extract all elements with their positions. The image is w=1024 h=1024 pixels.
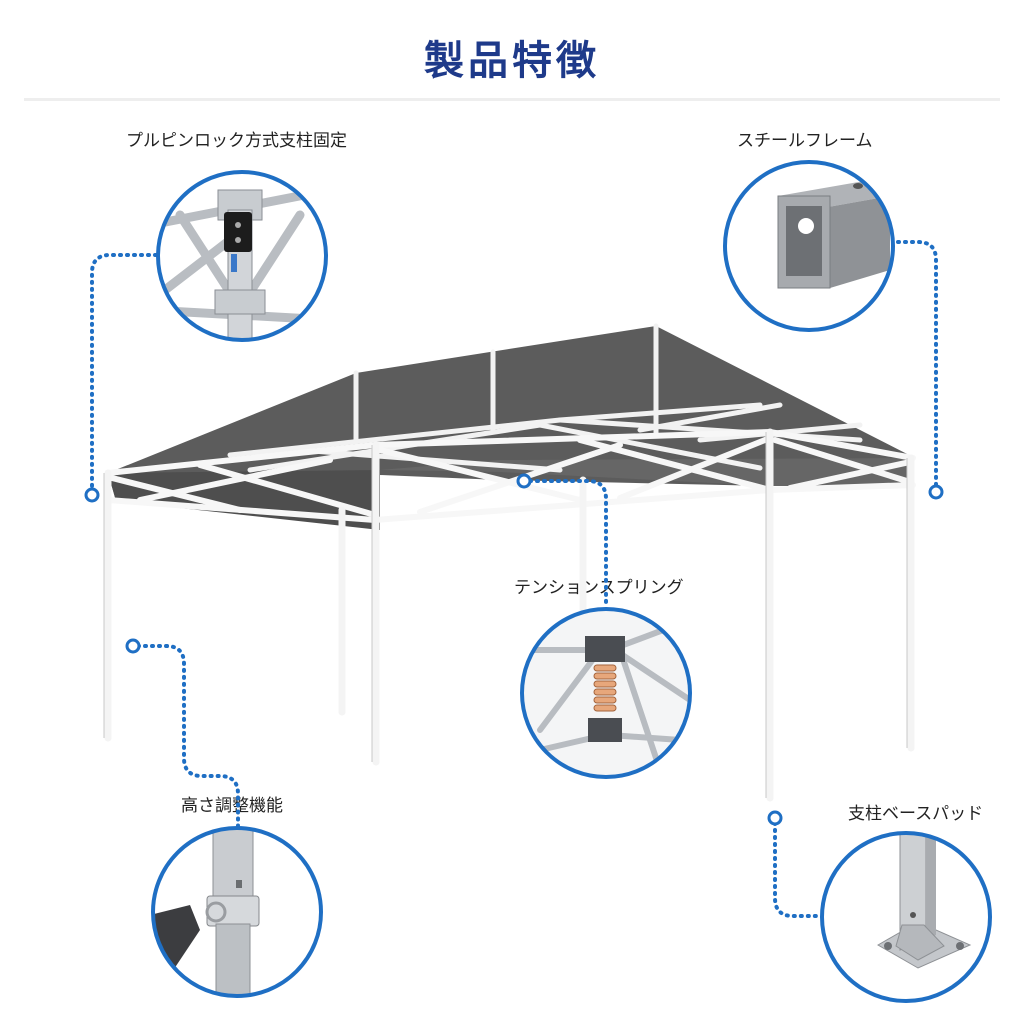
base-pad-icon: [820, 831, 992, 1003]
connector-height-adjust: [136, 644, 240, 828]
tension-spring-icon: [520, 607, 692, 779]
tent-illustration: [103, 323, 916, 802]
pull-pin-lock-icon: [156, 170, 328, 342]
feature-label-pull-pin: プルピンロック方式支柱固定: [126, 131, 347, 151]
marker-steel-frame: [928, 484, 944, 500]
connector-pull-pin: [90, 253, 158, 490]
connector-tension-spring: [528, 479, 608, 609]
height-adjust-icon: [151, 826, 323, 998]
marker-pull-pin: [84, 487, 100, 503]
connector-base-pad: [773, 821, 823, 918]
feature-label-height-adjust: 高さ調整機能: [181, 796, 283, 816]
feature-label-steel-frame: スチールフレーム: [737, 131, 873, 151]
marker-tension-spring: [516, 473, 532, 489]
steel-frame-icon: [723, 160, 895, 332]
feature-label-base-pad: 支柱ベースパッド: [848, 804, 984, 824]
connector-steel-frame: [896, 240, 938, 488]
marker-base-pad: [767, 810, 783, 826]
feature-label-tension-spring: テンションスプリング: [514, 578, 684, 598]
page-title: 製品特徴: [424, 38, 600, 84]
marker-height-adjust: [125, 638, 141, 654]
title-divider: [24, 98, 1000, 101]
